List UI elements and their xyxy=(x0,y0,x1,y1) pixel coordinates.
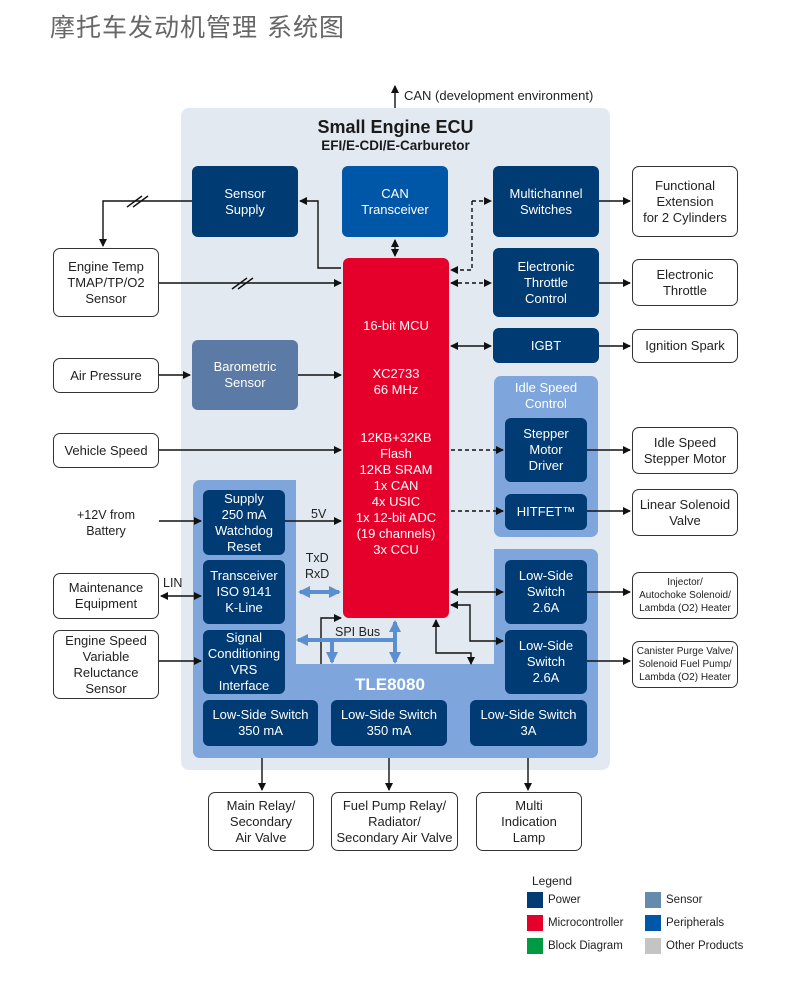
low-side-switch-2-6a-1[interactable]: Low-Side Switch 2.6A xyxy=(505,560,587,624)
legend-item-power: Power xyxy=(527,892,645,908)
low-side-switch-350ma-1[interactable]: Low-Side Switch 350 mA xyxy=(203,700,318,746)
hitfet-block[interactable]: HITFET™ xyxy=(505,494,587,530)
spi-bus-label: SPI Bus xyxy=(335,625,381,639)
supply-watchdog-block[interactable]: Supply 250 mA Watchdog Reset xyxy=(203,490,285,555)
main-relay-box[interactable]: Main Relay/ Secondary Air Valve xyxy=(208,792,314,851)
legend-item-block-diagram: Block Diagram xyxy=(527,938,645,954)
multi-indication-lamp-box[interactable]: Multi Indication Lamp xyxy=(476,792,582,851)
legend-item-other-products: Other Products xyxy=(645,938,755,954)
legend-item-sensor: Sensor xyxy=(645,892,755,908)
legend-swatch xyxy=(645,892,661,908)
legend-item-peripherals: Peripherals xyxy=(645,915,755,931)
tle8080-label: TLE8080 xyxy=(355,675,425,694)
sensor-supply-block[interactable]: Sensor Supply xyxy=(192,166,298,237)
linear-solenoid-valve-box[interactable]: Linear Solenoid Valve xyxy=(632,489,738,536)
electronic-throttle-box[interactable]: Electronic Throttle xyxy=(632,259,738,306)
txd-rxd-label: TxD RxD xyxy=(305,551,330,581)
mcu-model: XC2733 66 MHz xyxy=(372,366,420,397)
engine-temp-sensor-box[interactable]: Engine Temp TMAP/TP/O2 Sensor xyxy=(53,248,159,317)
legend-swatch xyxy=(527,915,543,931)
page-title: 摩托车发动机管理 系统图 xyxy=(50,13,345,42)
legend-swatch xyxy=(527,892,543,908)
legend-title: Legend xyxy=(532,874,573,888)
can-transceiver-block[interactable]: CAN Transceiver xyxy=(342,166,448,237)
mcu-block[interactable]: 16-bit MCU XC2733 66 MHz 12KB+32KB Flash… xyxy=(343,258,449,618)
idle-speed-control-label: Idle Speed Control xyxy=(514,380,578,411)
low-side-switch-2-6a-2[interactable]: Low-Side Switch 2.6A xyxy=(505,630,587,694)
vehicle-speed-box[interactable]: Vehicle Speed xyxy=(53,433,159,468)
ignition-spark-box[interactable]: Ignition Spark xyxy=(632,329,738,363)
lin-label: LIN xyxy=(163,576,183,590)
low-side-switch-3a[interactable]: Low-Side Switch 3A xyxy=(470,700,587,746)
idle-stepper-motor-box[interactable]: Idle Speed Stepper Motor xyxy=(632,427,738,474)
mcu-type: 16-bit MCU xyxy=(363,318,429,333)
legend-swatch xyxy=(645,938,661,954)
air-pressure-box[interactable]: Air Pressure xyxy=(53,358,159,393)
sensor-supply-wire xyxy=(99,200,192,247)
can-dev-label: CAN (development environment) xyxy=(404,88,594,103)
legend-item-microcontroller: Microcontroller xyxy=(527,915,645,931)
engine-speed-sensor-box[interactable]: Engine Speed Variable Reluctance Sensor xyxy=(53,630,159,699)
battery-label: +12V from Battery xyxy=(76,508,135,538)
injector-box[interactable]: Injector/ Autochoke Solenoid/ Lambda (O2… xyxy=(632,572,738,619)
legend: Power Sensor Microcontroller Peripherals… xyxy=(527,892,757,954)
ecu-title: Small Engine ECU xyxy=(317,117,474,137)
barometric-sensor-block[interactable]: Barometric Sensor xyxy=(192,340,298,410)
stepper-motor-driver-block[interactable]: Stepper Motor Driver xyxy=(505,418,587,482)
mcu-specs: 12KB+32KB Flash 12KB SRAM 1x CAN 4x USIC… xyxy=(355,430,437,557)
maintenance-equipment-box[interactable]: Maintenance Equipment xyxy=(53,573,159,619)
electronic-throttle-control-block[interactable]: Electronic Throttle Control xyxy=(493,248,599,317)
signal-conditioning-block[interactable]: Signal Conditioning VRS Interface xyxy=(203,630,285,694)
canister-purge-box[interactable]: Canister Purge Valve/ Solenoid Fuel Pump… xyxy=(632,641,738,688)
mcu-sensor-supply-wire xyxy=(299,197,341,269)
legend-swatch xyxy=(645,915,661,931)
functional-extension-box[interactable]: Functional Extension for 2 Cylinders xyxy=(632,166,738,237)
multichannel-switches-block[interactable]: Multichannel Switches xyxy=(493,166,599,237)
fuel-pump-relay-box[interactable]: Fuel Pump Relay/ Radiator/ Secondary Air… xyxy=(331,792,458,851)
low-side-switch-350ma-2[interactable]: Low-Side Switch 350 mA xyxy=(331,700,447,746)
legend-swatch xyxy=(527,938,543,954)
igbt-block[interactable]: IGBT xyxy=(493,328,599,363)
transceiver-kline-block[interactable]: Transceiver ISO 9141 K-Line xyxy=(203,560,285,624)
ecu-subtitle: EFI/E-CDI/E-Carburetor xyxy=(321,138,470,153)
5v-label: 5V xyxy=(311,507,327,521)
